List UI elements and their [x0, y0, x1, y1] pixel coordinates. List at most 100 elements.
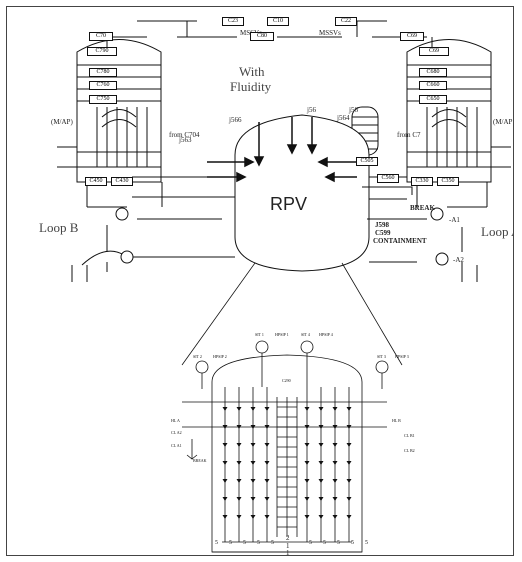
flow-marker — [265, 443, 270, 447]
component-c650: C650 — [419, 95, 447, 104]
component-c505: C505 — [356, 157, 378, 166]
bottom-num-6: 5 — [309, 540, 312, 546]
component-c22: C22 — [335, 17, 357, 26]
bottom-num-7: 5 — [323, 540, 326, 546]
component-c780: C780 — [89, 68, 117, 77]
component-c750: C750 — [89, 95, 117, 104]
junction-j56b: j56 — [349, 107, 358, 114]
flow-marker — [305, 461, 310, 465]
junction-j563: j563 — [179, 137, 191, 144]
flow-marker — [333, 497, 338, 501]
flow-marker — [305, 497, 310, 501]
flow-marker — [251, 479, 256, 483]
component-c430: C430 — [111, 177, 133, 186]
component-c69-top: C69 — [400, 32, 424, 41]
bottom-num-1: 5 — [215, 540, 218, 546]
flow-marker — [251, 497, 256, 501]
component-c80: C80 — [250, 32, 274, 41]
bottom-num-8: 5 — [337, 540, 340, 546]
tank-label-sit1: SIT 1 — [255, 333, 264, 337]
side-label-cl-b2: CL B2 — [404, 449, 415, 453]
flow-marker — [347, 497, 352, 501]
fluid-label-line1: With — [239, 65, 264, 78]
flow-marker — [319, 515, 324, 519]
loop-a-label: Loop A — [481, 225, 514, 238]
flow-marker — [305, 479, 310, 483]
flow-marker — [265, 407, 270, 411]
label-j598: J598 — [375, 222, 389, 229]
component-c350: C350 — [437, 177, 459, 186]
map-left-label: (M/AP) — [51, 119, 73, 126]
flow-marker — [333, 515, 338, 519]
flow-marker — [333, 479, 338, 483]
component-c330: C330 — [411, 177, 433, 186]
component-c23: C23 — [222, 17, 244, 26]
flow-marker — [237, 497, 242, 501]
bottom-num-9: 5 — [351, 540, 354, 546]
core-top-label: C290 — [282, 379, 291, 383]
tank-label-hpsip2: HPSIP 2 — [213, 355, 227, 359]
component-c70: C70 — [89, 32, 113, 41]
flow-marker — [237, 479, 242, 483]
containment-label: CONTAINMENT — [373, 238, 427, 245]
tank-label-hpsip3: HPSIP 3 — [395, 355, 409, 359]
junction-j564: j564 — [337, 115, 349, 122]
tank-label-sit4: SIT 4 — [301, 333, 310, 337]
flow-marker — [347, 443, 352, 447]
component-c10: C10 — [267, 17, 289, 26]
component-c450: C450 — [85, 177, 107, 186]
bottom-num-10: 5 — [365, 540, 368, 546]
rpv-vessel — [235, 115, 369, 271]
flow-marker — [347, 515, 352, 519]
flow-marker — [237, 407, 242, 411]
zoom-lines — [182, 263, 402, 365]
tank-label-sit2: SIT 2 — [193, 355, 202, 359]
from-right-label: from C7 — [397, 132, 421, 139]
flow-marker — [223, 443, 228, 447]
flow-marker — [319, 443, 324, 447]
junction-j566: j566 — [229, 117, 241, 124]
flow-marker — [251, 461, 256, 465]
label-pump-a2: -A2 — [453, 257, 464, 264]
steam-generator-right — [407, 40, 491, 183]
label-c599: C599 — [375, 230, 391, 237]
flow-marker — [223, 461, 228, 465]
flow-marker — [265, 515, 270, 519]
component-c760: C760 — [89, 81, 117, 90]
junction-j56a: j56 — [307, 107, 316, 114]
flow-marker — [251, 515, 256, 519]
bottom-num-2: 5 — [229, 540, 232, 546]
bottom-center-3: 1 — [286, 550, 290, 556]
flow-marker — [237, 515, 242, 519]
flow-marker — [265, 461, 270, 465]
flow-marker — [305, 515, 310, 519]
flow-marker — [223, 497, 228, 501]
loop-b-label: Loop B — [39, 221, 78, 234]
component-c680: C680 — [419, 68, 447, 77]
bottom-num-3: 5 — [243, 540, 246, 546]
tank-label-hpsip4: HPSIP 4 — [319, 333, 333, 337]
side-label-cl-b1: CL B1 — [404, 434, 415, 438]
fluid-label-line2: Fluidity — [230, 80, 271, 93]
flow-marker — [265, 497, 270, 501]
steam-generator-left — [77, 40, 161, 183]
bottom-num-4: 5 — [257, 540, 260, 546]
component-c660: C660 — [419, 81, 447, 90]
flow-marker — [265, 479, 270, 483]
map-right-label: (M/AP — [493, 119, 512, 126]
side-label-break: BREAK — [193, 459, 207, 463]
component-c69: C69 — [419, 47, 449, 56]
flow-marker — [305, 407, 310, 411]
flow-marker — [223, 407, 228, 411]
flow-marker — [237, 443, 242, 447]
diagram-frame: RPV With Fluidity Loop B Loop A from C70… — [6, 6, 514, 556]
flow-marker — [333, 461, 338, 465]
flow-marker — [333, 407, 338, 411]
tank-label-sit3: SIT 3 — [377, 355, 386, 359]
tank-label-hpsip1: HPSIP 1 — [275, 333, 289, 337]
flow-marker — [333, 443, 338, 447]
rpv-label: RPV — [270, 195, 307, 213]
flow-marker — [319, 461, 324, 465]
flow-marker — [347, 461, 352, 465]
side-label-hl-b: HL B — [392, 419, 401, 423]
